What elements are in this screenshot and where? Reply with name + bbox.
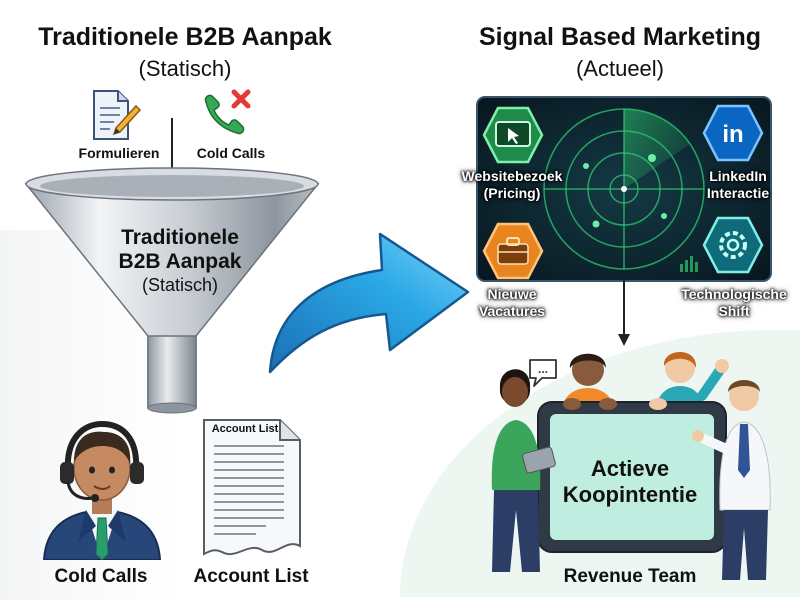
signal-linkedin-line1: LinkedIn: [709, 168, 767, 184]
left-title: Traditionele B2B Aanpak: [38, 23, 332, 51]
signal-website: Websitebezoek (Pricing): [444, 168, 580, 202]
signal-linkedin: LinkedIn Interactie: [690, 168, 786, 202]
down-arrow-icon: [618, 280, 630, 346]
left-subtitle: (Statisch): [138, 56, 232, 81]
revenue-team-label: Revenue Team: [563, 566, 697, 587]
signal-vacatures-line2: Vacatures: [478, 302, 546, 319]
cursor-icon: [482, 106, 544, 164]
agent-label: Cold Calls: [54, 566, 148, 587]
funnel-label-line2: B2B Aanpak: [118, 250, 242, 273]
signal-tech-line1: Technologische: [681, 286, 787, 302]
account-list-document-icon: [203, 419, 301, 556]
screen-text: Actieve Koopintentie: [560, 456, 700, 509]
signal-tech: Technologische Shift: [670, 286, 798, 320]
curved-arrow-icon: [268, 232, 470, 374]
forms-label: Formulieren: [78, 145, 160, 161]
signal-website-line2: (Pricing): [483, 184, 541, 201]
signal-vacatures: Nieuwe Vacatures: [464, 286, 560, 320]
screen-text-line2: Koopintentie: [562, 482, 698, 508]
right-subtitle: (Actueel): [575, 56, 665, 81]
headset-agent-icon: [42, 420, 162, 560]
linkedin-icon-text: in: [722, 121, 743, 148]
funnel-label-line3: (Statisch): [141, 275, 219, 295]
funnel-icon: [24, 118, 320, 414]
account-list-header: Account List: [211, 423, 279, 435]
account-list-label: Account List: [193, 566, 309, 587]
briefcase-icon: [482, 222, 544, 280]
cold-calls-input-label: Cold Calls: [196, 145, 266, 161]
phone-cross-icon: [204, 89, 251, 135]
signal-website-line1: Websitebezoek: [461, 168, 563, 184]
signal-linkedin-line2: Interactie: [706, 184, 770, 201]
linkedin-icon: in: [702, 104, 764, 162]
revenue-team-illustration: [491, 352, 771, 580]
team-person-man: [692, 380, 771, 580]
funnel-label-line1: Traditionele: [121, 226, 239, 249]
team-person-green: [491, 369, 556, 572]
right-title: Signal Based Marketing: [478, 23, 762, 51]
radar-icon: [476, 96, 772, 282]
tablet-screen-icon: [550, 414, 714, 540]
gear-icon: [702, 216, 764, 274]
document-pen-icon: [93, 90, 142, 140]
speech-bubble-icon: ...: [529, 359, 557, 387]
signal-vacatures-line1: Nieuwe: [487, 286, 537, 302]
speech-bubble-text: ...: [538, 362, 548, 376]
signal-tech-line2: Shift: [718, 302, 750, 319]
screen-text-line1: Actieve: [590, 456, 670, 481]
